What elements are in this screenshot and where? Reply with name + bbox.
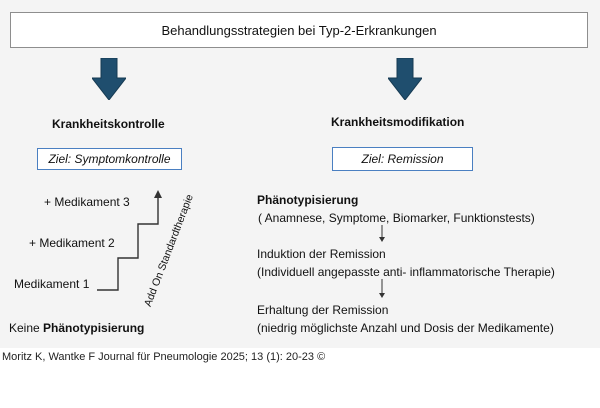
right-step1-detail: ( Anamnese, Symptome, Biomarker, Funktio… <box>258 211 535 225</box>
right-down-arrow-icon <box>388 58 422 100</box>
staircase-arrow-icon <box>97 190 162 291</box>
left-down-arrow-icon <box>92 58 126 100</box>
right-heading: Krankheitsmodifikation <box>331 115 465 129</box>
left-goal-box: Ziel: Symptomkontrolle <box>37 148 182 170</box>
right-small-arrow-1-icon <box>379 225 385 242</box>
right-step2-title: Induktion der Remission <box>257 247 386 261</box>
step-medikament-3: + Medikament 3 <box>44 195 130 209</box>
right-goal-box: Ziel: Remission <box>332 147 473 171</box>
right-small-arrow-2-icon <box>379 279 385 298</box>
left-goal-text: Ziel: Symptomkontrolle <box>48 152 171 166</box>
diagram-title: Behandlungsstrategien bei Typ-2-Erkranku… <box>161 22 437 38</box>
step-medikament-2: + Medikament 2 <box>29 236 115 250</box>
right-step3-detail: (niedrig möglichste Anzahl und Dosis der… <box>257 321 554 335</box>
right-step2-detail: (Individuell angepasste anti- inflammato… <box>257 265 555 279</box>
right-step3-title: Erhaltung der Remission <box>257 303 389 317</box>
citation-footer: Moritz K, Wantke F Journal für Pneumolog… <box>2 351 326 363</box>
right-goal-text: Ziel: Remission <box>361 152 444 166</box>
right-step1-title: Phänotypisierung <box>257 193 359 207</box>
left-bottom-prefix: Keine <box>9 321 44 335</box>
step-medikament-1: Medikament 1 <box>14 277 90 291</box>
left-bottom-bold: Phänotypisierung <box>43 321 145 335</box>
diagram-title-box: Behandlungsstrategien bei Typ-2-Erkranku… <box>10 12 588 48</box>
left-bottom-label: Keine Phänotypisierung <box>9 321 144 335</box>
left-heading: Krankheitskontrolle <box>52 117 165 131</box>
